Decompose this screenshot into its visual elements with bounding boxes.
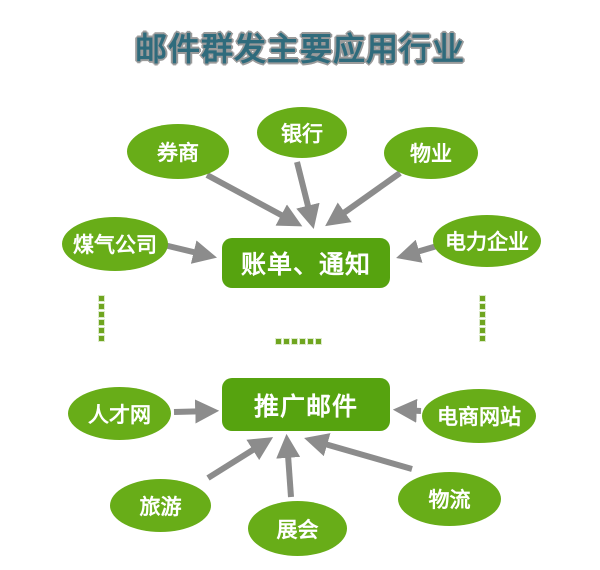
node-gas-company: 煤气公司	[62, 217, 168, 271]
arrow-lvyou-to-promo	[206, 437, 274, 481]
node-talent-website: 人才网	[68, 387, 171, 440]
arrow-zhanhui-to-promo	[276, 433, 301, 498]
dot	[480, 336, 485, 341]
node-exhibition: 展会	[248, 501, 347, 556]
node-bank: 银行	[257, 107, 347, 158]
node-ecommerce-website: 电商网站	[422, 389, 536, 443]
dot	[99, 304, 104, 309]
dot	[292, 339, 297, 344]
arrow-quanshang-to-bills	[205, 172, 303, 227]
dot	[308, 339, 313, 344]
dot	[480, 320, 485, 325]
dot	[99, 296, 104, 301]
hub-promotional-email: 推广邮件	[222, 378, 390, 431]
arrow-rencai-to-promo	[173, 399, 220, 424]
dotted-separator-right	[480, 296, 485, 341]
dot	[480, 312, 485, 317]
dot	[300, 339, 305, 344]
node-securities-broker: 券商	[127, 124, 229, 179]
dot	[480, 296, 485, 301]
arrow-wuye-to-bills	[325, 170, 402, 227]
dot	[284, 339, 289, 344]
dot	[99, 312, 104, 317]
node-power-enterprise: 电力企业	[433, 215, 541, 267]
dot	[99, 336, 104, 341]
dot	[480, 304, 485, 309]
dot	[316, 339, 321, 344]
dotted-separator-center	[276, 339, 321, 344]
dot	[99, 328, 104, 333]
arrow-dianli-to-bills	[396, 239, 438, 263]
dotted-separator-left	[99, 296, 104, 341]
dot	[480, 328, 485, 333]
hub-bills-notifications: 账单、通知	[222, 238, 390, 288]
page-title: 邮件群发主要应用行业	[134, 31, 465, 67]
node-travel: 旅游	[110, 479, 211, 532]
arrow-wuliu-to-promo	[304, 433, 413, 472]
arrow-yinhang-to-bills	[294, 161, 320, 229]
dot	[99, 320, 104, 325]
arrow-meiqi-to-bills	[163, 240, 218, 264]
node-property-management: 物业	[384, 127, 478, 179]
arrow-dianshang-to-promo	[392, 398, 422, 423]
node-logistics: 物流	[398, 472, 501, 526]
dot	[276, 339, 281, 344]
